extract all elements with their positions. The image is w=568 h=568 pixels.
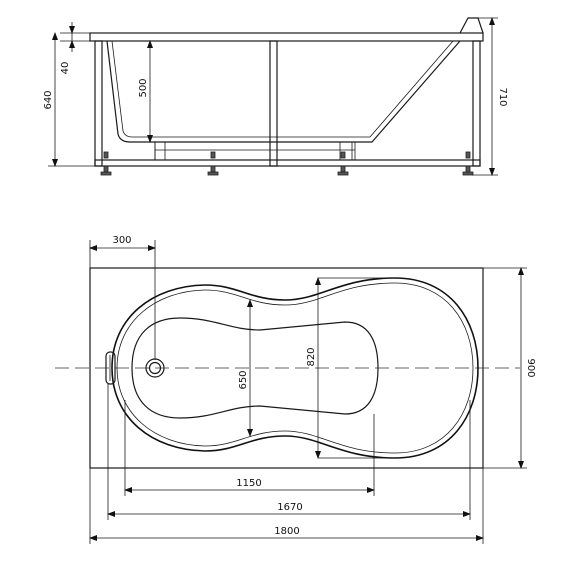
dim-rim-thickness: 40 — [60, 22, 90, 74]
dim-label-650: 650 — [238, 370, 249, 389]
dim-overall-width: 900 — [483, 267, 536, 469]
dim-bowl-width-wide: 820 — [306, 277, 400, 459]
dim-drain-offset: 300 — [89, 235, 156, 360]
top-view: 300 650 820 900 1150 — [55, 235, 536, 544]
top-bowl-bottom — [131, 317, 379, 419]
side-frame — [94, 40, 481, 167]
side-feet — [100, 151, 474, 176]
dim-label-820: 820 — [306, 347, 317, 366]
dim-label-900: 900 — [525, 358, 536, 377]
dim-inner-depth: 500 — [138, 40, 153, 143]
dim-label-1670: 1670 — [277, 502, 302, 513]
dim-label-500: 500 — [138, 78, 149, 97]
dim-bowl-width-narrow: 650 — [238, 299, 253, 437]
dim-label-1800: 1800 — [274, 526, 299, 537]
dim-label-40: 40 — [60, 62, 71, 75]
dim-inner-length: 1670 — [107, 384, 471, 520]
dim-bowl-length: 1150 — [124, 400, 375, 496]
side-view: 40 640 500 710 — [43, 17, 508, 176]
dim-label-1150: 1150 — [236, 478, 261, 489]
dim-frame-height: 640 — [43, 32, 95, 167]
overflow-outlet — [105, 351, 116, 385]
top-bowl-outer — [111, 277, 479, 459]
side-rim — [89, 32, 484, 42]
dim-total-height: 710 — [472, 17, 508, 176]
side-tub-profile — [106, 40, 461, 143]
dim-label-640: 640 — [43, 90, 54, 109]
dim-label-710: 710 — [497, 87, 508, 106]
dim-overall-length: 1800 — [89, 468, 484, 544]
side-headrest — [459, 17, 484, 34]
dim-label-300: 300 — [112, 235, 131, 246]
